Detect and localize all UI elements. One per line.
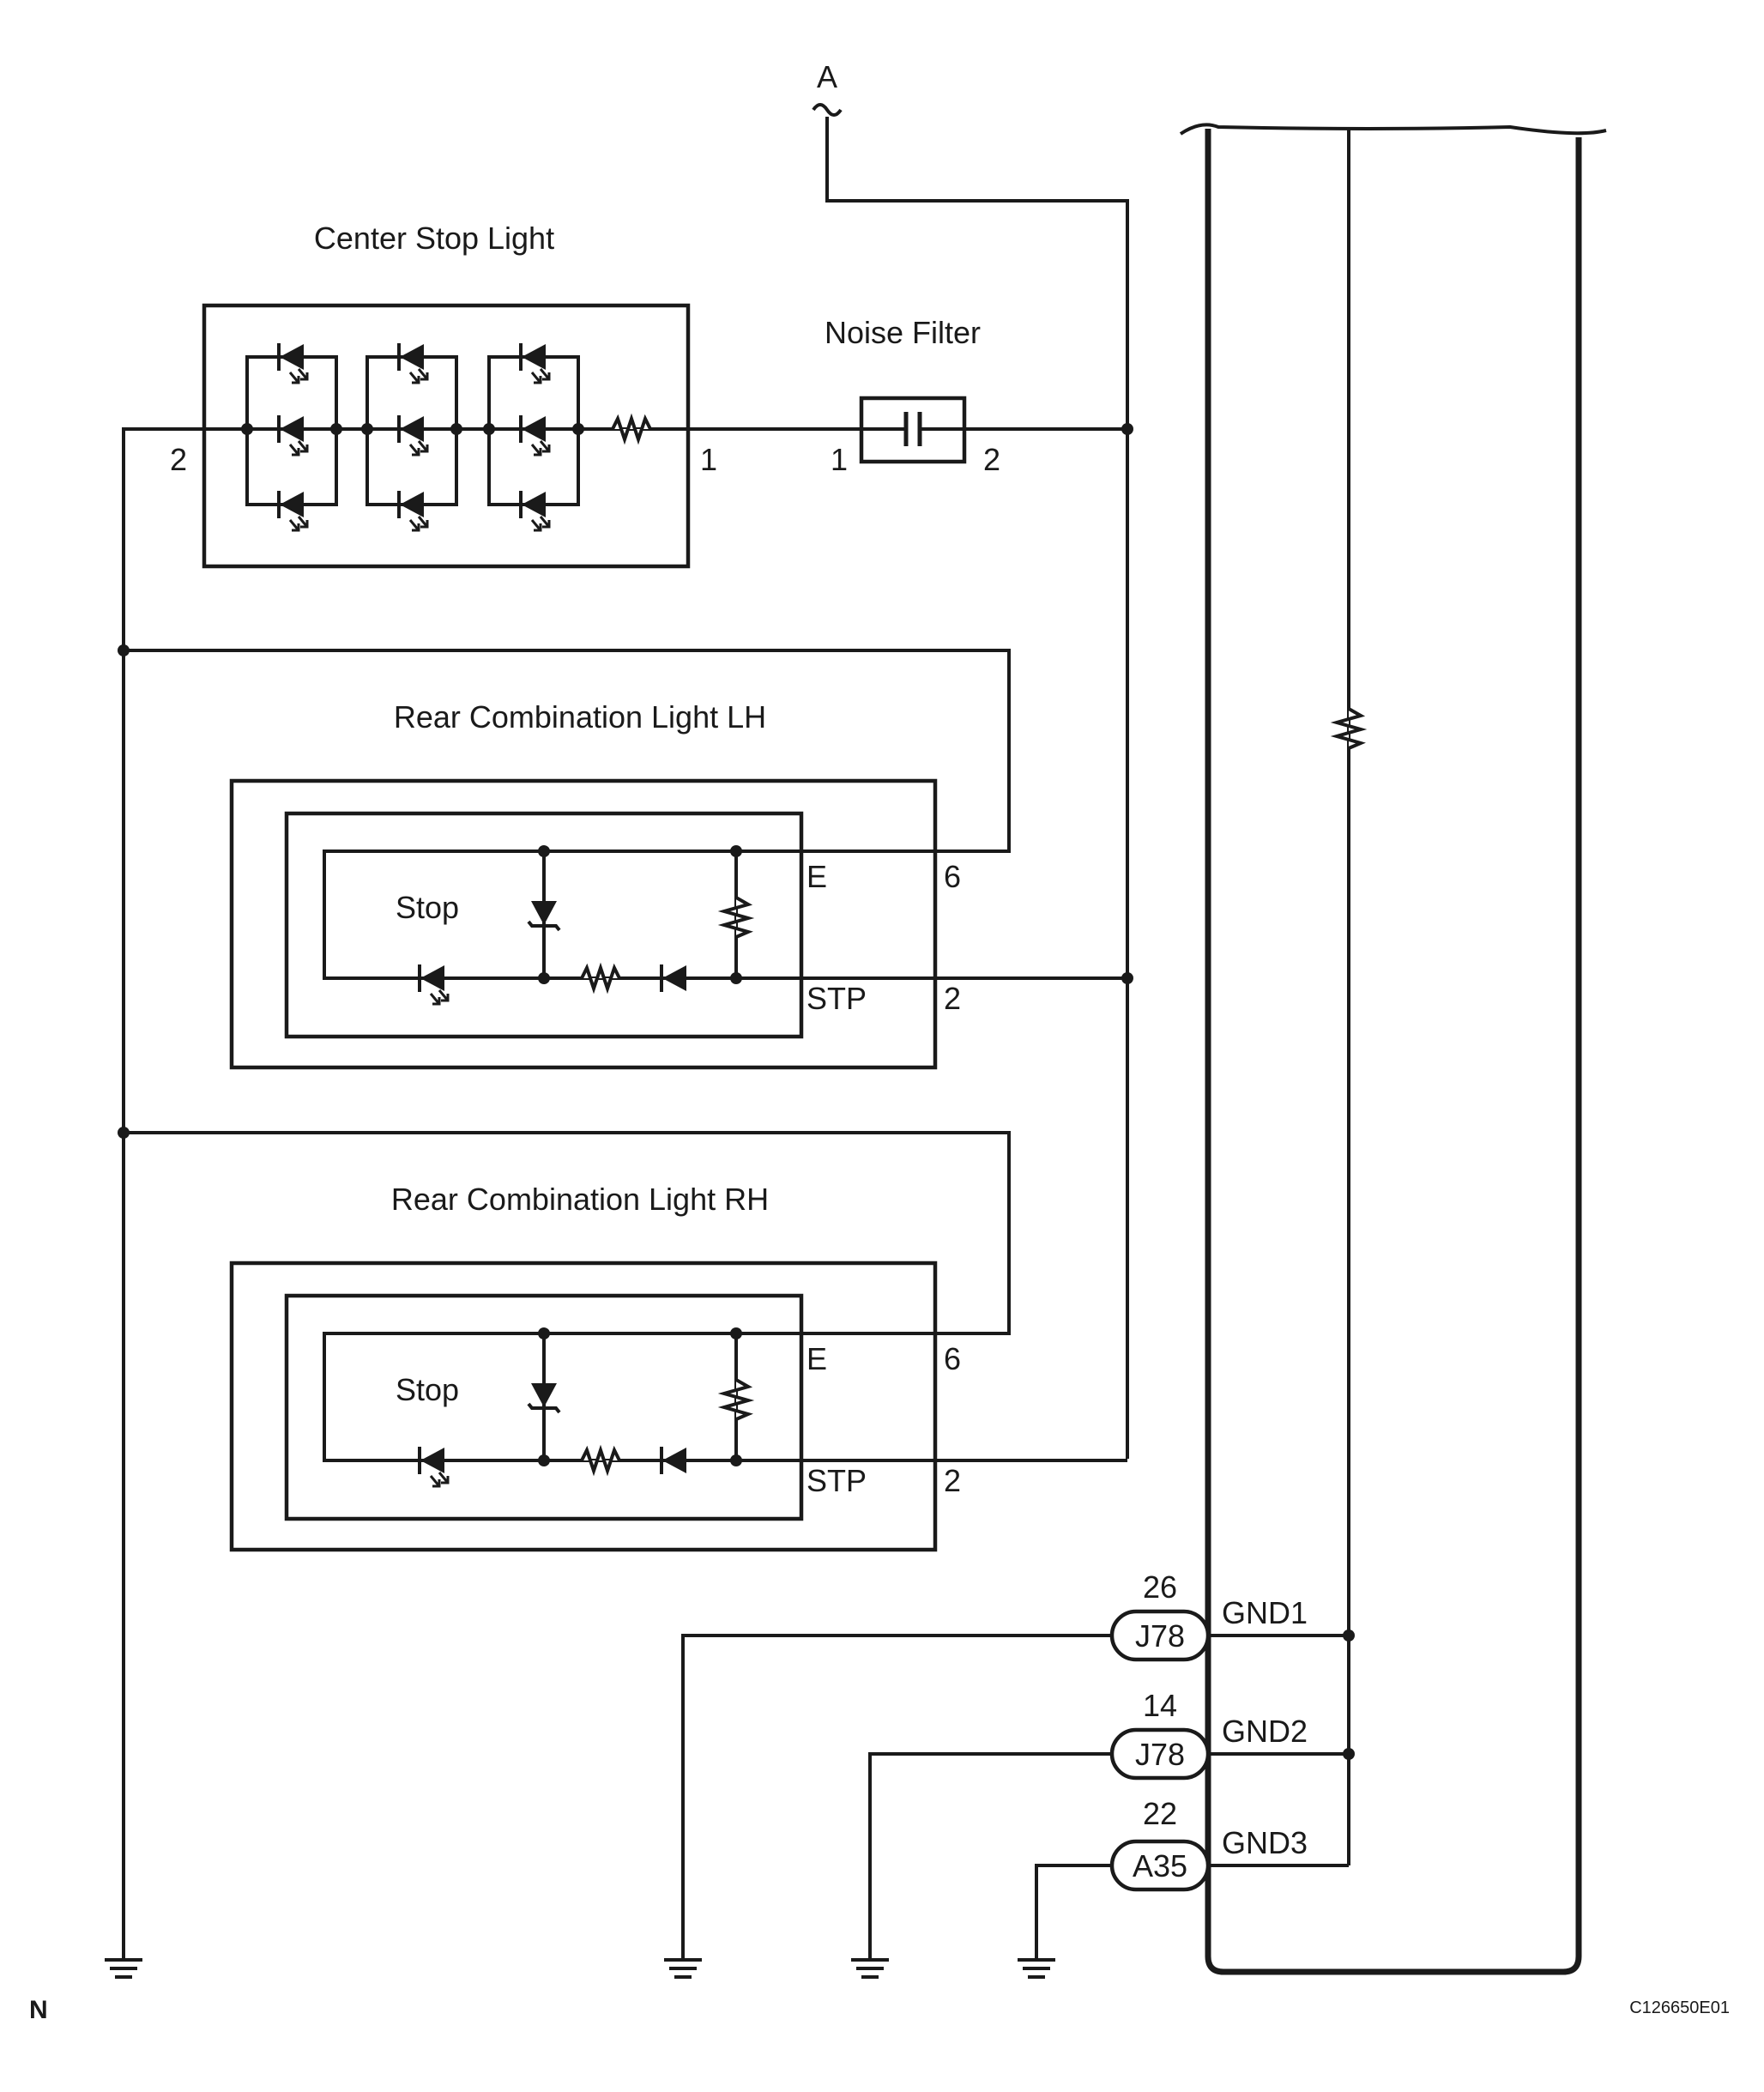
noise-filter-pin-2: 2	[983, 442, 1000, 477]
rear-rh-resistor-h-icon	[577, 1444, 625, 1477]
center-stop-light-title: Center Stop Light	[314, 221, 554, 256]
noise-filter-pin-1: 1	[831, 442, 848, 477]
rear-rh-resistor-v-icon	[717, 1375, 755, 1424]
gnd1-connector-code: J78	[1135, 1618, 1185, 1654]
gnd1-pin-number: 26	[1143, 1569, 1177, 1605]
gnd3-connector-code: A35	[1133, 1848, 1187, 1883]
corner-letter: N	[29, 1996, 48, 2024]
gnd2-terminal-label: GND2	[1222, 1714, 1308, 1749]
source-a-label: A	[817, 59, 837, 94]
ecu-body	[1179, 123, 1607, 1975]
noise-filter-title: Noise Filter	[825, 315, 981, 350]
center-led-3-icon	[519, 342, 551, 532]
center-stop-light-pin-2: 2	[170, 442, 187, 477]
rear-lh-resistor-v-icon	[717, 892, 755, 942]
ground-icon	[1016, 1946, 1057, 1979]
gnd1-terminal-label: GND1	[1222, 1595, 1308, 1630]
rear-lh-stop-label: Stop	[396, 890, 459, 925]
gnd1-connector: 26 J78 GND1	[681, 1569, 1355, 1948]
capacitor-icon	[861, 412, 964, 446]
rear-lh-outer-box	[229, 778, 938, 1070]
ground-icon	[662, 1946, 704, 1979]
center-stop-light-box	[202, 303, 691, 569]
gnd3-connector: 22 A35 GND3	[1035, 1796, 1349, 1948]
junction-dot	[1121, 423, 1133, 435]
ground-icon	[849, 1946, 891, 1979]
gnd3-pin-number: 22	[1143, 1796, 1177, 1831]
rear-rh-zener-icon	[527, 1382, 561, 1414]
gnd2-connector: 14 J78 GND2	[868, 1688, 1355, 1948]
ground-icon	[103, 1946, 144, 1979]
rear-rh-e-pin: 6	[944, 1341, 961, 1376]
center-led-2-icon	[397, 342, 429, 532]
rear-rh-diode-icon	[660, 1445, 688, 1476]
rear-lh-stp-label: STP	[806, 981, 867, 1016]
rear-rh-stp-label: STP	[806, 1463, 867, 1498]
rear-lh-diode-icon	[660, 963, 688, 994]
center-resistor-icon	[607, 413, 686, 445]
rear-lh-e-label: E	[806, 859, 827, 894]
rear-rh-stop-label: Stop	[396, 1372, 459, 1407]
rear-rh-inner-box	[284, 1293, 804, 1521]
rear-lh-resistor-h-icon	[577, 962, 625, 995]
rear-rh-stp-pin: 2	[944, 1463, 961, 1498]
gnd2-pin-number: 14	[1143, 1688, 1177, 1723]
rear-lh-stp-pin: 2	[944, 981, 961, 1016]
rear-lh-stop-led-icon	[418, 963, 450, 1006]
source-a-wire	[825, 117, 1129, 1459]
source-a-break-icon	[812, 103, 843, 117]
gnd3-terminal-label: GND3	[1222, 1825, 1308, 1860]
center-stop-light-pin-1: 1	[700, 442, 717, 477]
internal-resistor-icon	[1330, 704, 1368, 753]
gnd2-connector-code: J78	[1135, 1737, 1185, 1772]
rear-rh-stop-led-icon	[418, 1445, 450, 1488]
rear-lh-inner-box	[284, 811, 804, 1039]
rear-rh-e-label: E	[806, 1341, 827, 1376]
rear-lh-e-pin: 6	[944, 859, 961, 894]
rear-lh-zener-icon	[527, 899, 561, 932]
rear-rh-title: Rear Combination Light RH	[391, 1182, 769, 1217]
figure-code: C126650E01	[1629, 1998, 1730, 2017]
rear-lh-title: Rear Combination Light LH	[394, 699, 766, 735]
rear-rh-outer-box	[229, 1261, 938, 1552]
center-led-1-icon	[277, 342, 309, 532]
